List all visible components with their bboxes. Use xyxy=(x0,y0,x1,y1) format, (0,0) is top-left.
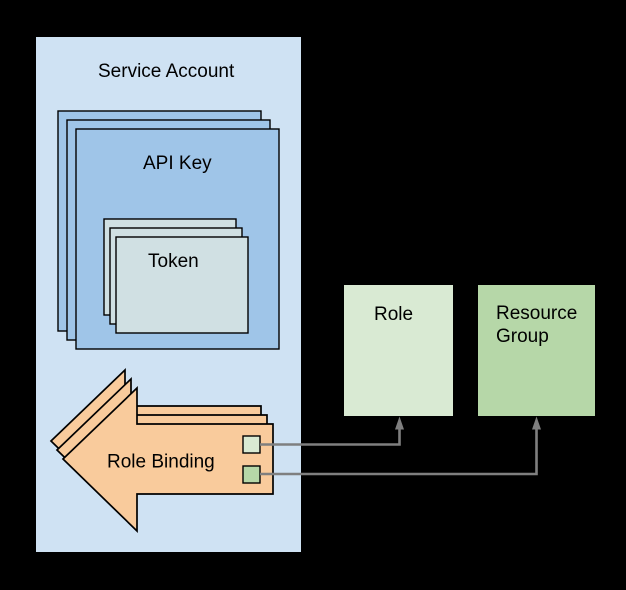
connector-role xyxy=(260,416,404,446)
role-binding-arrow-stack: Role Binding xyxy=(49,368,274,534)
token-layer-front xyxy=(115,236,249,334)
service-account-label: Service Account xyxy=(98,61,235,82)
role-binding-arrow-front xyxy=(61,386,274,534)
api-key-label: API Key xyxy=(143,153,212,174)
role-chip-square xyxy=(242,435,261,454)
connector-role-line xyxy=(260,429,401,446)
resource-group-label-line2: Group xyxy=(496,326,549,347)
role-binding-label: Role Binding xyxy=(107,452,215,473)
resource-group-chip-square xyxy=(242,465,261,484)
role-label: Role xyxy=(374,304,413,325)
token-label: Token xyxy=(148,251,199,272)
role-rect xyxy=(344,285,453,416)
resource-group-label-line1: Resource xyxy=(496,303,577,324)
role-box: Role xyxy=(344,285,453,416)
connector-role-arrowhead-icon xyxy=(395,416,404,430)
connector-resource-group-arrowhead-icon xyxy=(532,416,541,430)
token-stack: Token xyxy=(103,218,249,334)
connector-resource-group xyxy=(260,416,541,476)
resource-group-box: Resource Group xyxy=(478,285,595,416)
connector-resource-group-line xyxy=(260,429,538,476)
resource-group-rect xyxy=(478,285,595,416)
